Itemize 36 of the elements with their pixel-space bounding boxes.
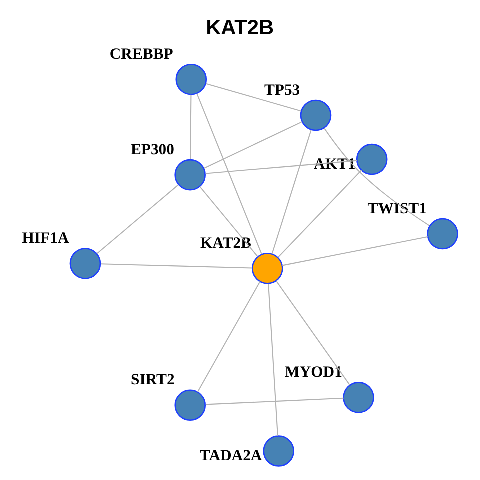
node-circle	[252, 252, 284, 284]
connector	[278, 170, 362, 258]
node-label: HIF1A	[22, 230, 70, 247]
connector	[206, 398, 344, 406]
connector	[268, 284, 278, 436]
connector	[190, 94, 192, 160]
connector	[200, 186, 258, 257]
node-label: TADA2A	[200, 448, 262, 465]
node-label: EP300	[130, 141, 174, 158]
connector	[206, 83, 302, 112]
node-label: TP53	[264, 82, 300, 99]
connector	[272, 130, 312, 254]
node-circle	[427, 218, 458, 250]
node-circle	[176, 64, 208, 96]
connector	[282, 236, 428, 266]
node-circle	[343, 382, 374, 414]
connector	[206, 160, 358, 174]
connector	[96, 184, 179, 254]
node-circle	[70, 248, 102, 280]
node-label: TWIST1	[368, 200, 427, 218]
connector	[197, 282, 261, 392]
node-circle	[263, 436, 294, 467]
diagram-title: KAT2B	[206, 16, 274, 40]
connector	[196, 94, 262, 254]
connector	[276, 280, 350, 386]
node-label: MYOD1	[285, 364, 342, 381]
node-label: SIRT2	[131, 372, 175, 389]
node-circle	[174, 159, 206, 191]
node-circle	[356, 144, 388, 176]
connector	[324, 128, 430, 226]
node-circle	[174, 390, 206, 422]
node-circle	[300, 100, 332, 132]
connector	[101, 264, 252, 269]
node-label: KAT2B	[200, 234, 252, 252]
connector	[204, 121, 303, 169]
node-label: CREBBP	[110, 46, 174, 63]
